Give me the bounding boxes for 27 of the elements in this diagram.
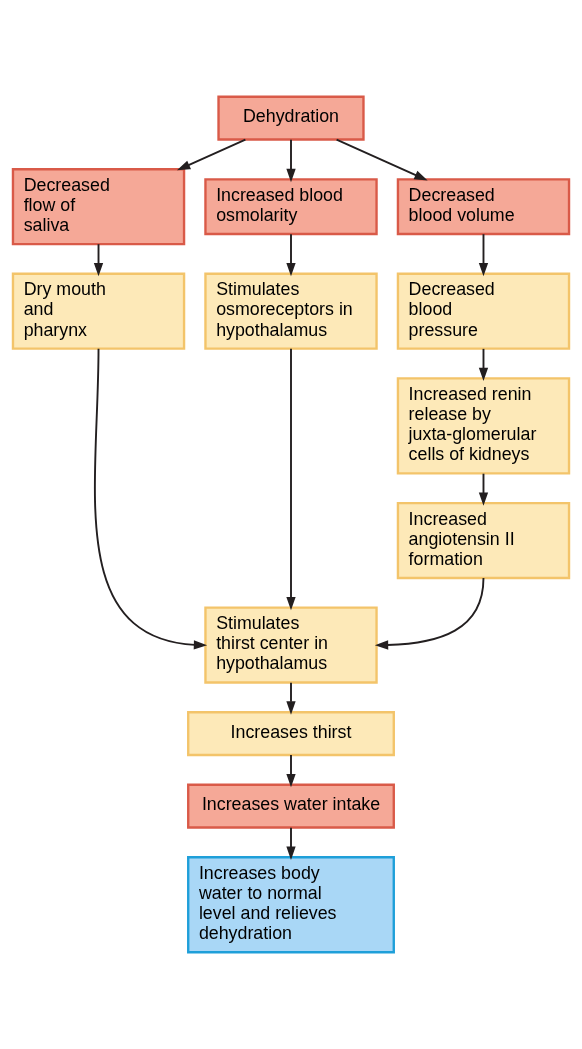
- node-box: Increased blood osmolarity: [204, 178, 378, 236]
- node-box: Decreased flow of saliva: [11, 168, 186, 246]
- node-box: Increases body water to normal level and relieves dehydration: [187, 856, 395, 954]
- arrow: [374, 577, 485, 650]
- arrow: [286, 826, 296, 860]
- arrow: [286, 681, 296, 715]
- node-box: Increased renin release by juxta-glomerular cells of kidneys: [396, 377, 571, 475]
- node-box: Increases thirst: [187, 711, 395, 757]
- arrow: [478, 347, 489, 382]
- arrow: [286, 754, 296, 788]
- node-box: Decreased blood volume: [396, 178, 571, 236]
- arrow: [286, 138, 296, 183]
- arrow: [335, 138, 428, 181]
- node-box: Dry mouth and pharynx: [11, 272, 186, 350]
- node-box: Increased angiotensin II formation: [396, 501, 571, 580]
- arrow: [176, 138, 247, 171]
- node-box: Stimulates thirst center in hypothalamus: [204, 606, 378, 684]
- node-box: Decreased blood pressure: [396, 272, 571, 350]
- arrow: [93, 243, 104, 277]
- arrow: [286, 233, 296, 277]
- arrow: [478, 472, 489, 506]
- node-box: Increases water intake: [187, 783, 395, 829]
- arrow: [93, 347, 208, 650]
- arrow: [286, 347, 296, 611]
- node-box: Stimulates osmoreceptors in hypothalamus: [204, 272, 378, 350]
- arrow: [478, 233, 489, 277]
- node-box: Dehydration: [217, 95, 365, 141]
